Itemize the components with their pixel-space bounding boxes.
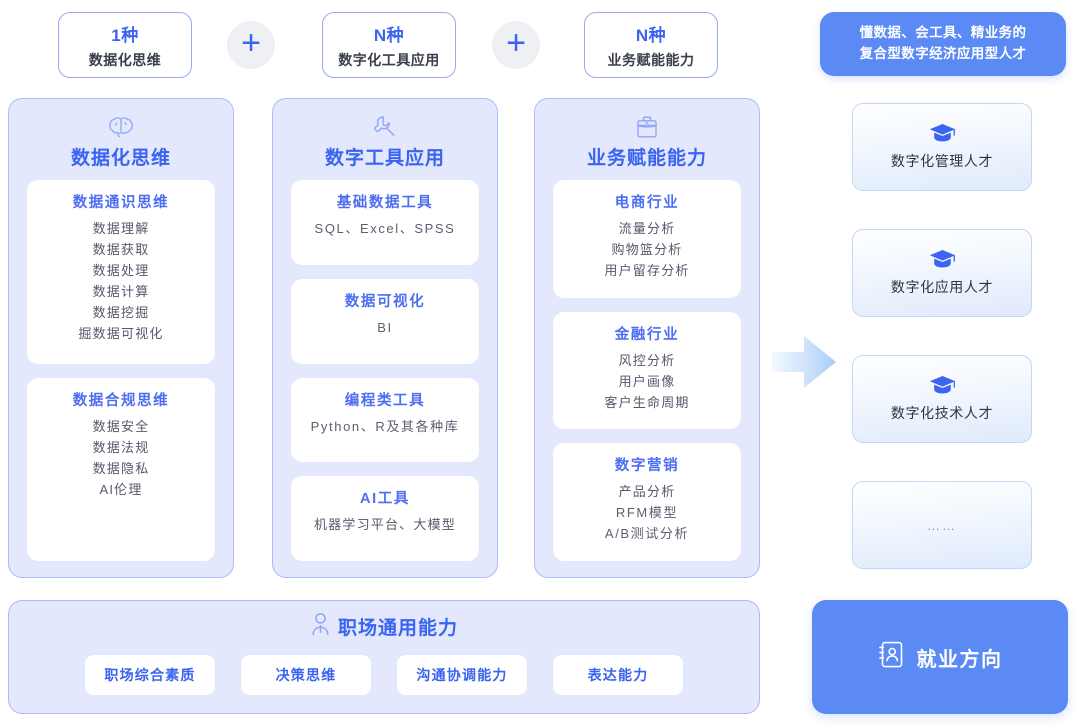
arrow-right-icon	[770, 330, 840, 394]
id-card-icon	[878, 640, 905, 674]
skill-chip-list: 职场综合素质 决策思维 沟通协调能力 表达能力	[9, 655, 759, 695]
card-line: 数据隐私	[92, 460, 150, 476]
skill-chip[interactable]: 沟通协调能力	[397, 655, 527, 695]
card-line: BI	[377, 319, 393, 335]
employment-direction-panel[interactable]: 就业方向	[812, 600, 1068, 714]
target-talent-line-2: 复合型数字经济应用型人才	[859, 46, 1027, 61]
formula-pill-2-count: N种	[373, 25, 405, 45]
card-data-compliance[interactable]: 数据合规思维 数据安全 数据法规 数据隐私 AI伦理	[27, 377, 215, 561]
skill-chip[interactable]: 职场综合素质	[85, 655, 215, 695]
talent-card-label: 数字化应用人才	[890, 279, 994, 295]
card-line: 数据获取	[92, 242, 150, 258]
card-title: 数据可视化	[344, 293, 426, 310]
column-data-thinking: 数据化思维 数据通识思维 数据理解 数据获取 数据处理 数据计算 数据挖掘 掘数…	[8, 98, 234, 578]
column-2-cards: 基础数据工具 SQL、Excel、SPSS 数据可视化 BI 编程类工具 Pyt…	[291, 180, 479, 561]
column-3-title: 业务赋能能力	[586, 148, 707, 169]
card-title: 金融行业	[614, 326, 680, 343]
column-3-header: 业务赋能能力	[553, 113, 741, 170]
card-programming-tools[interactable]: 编程类工具 Python、R及其各种库	[291, 377, 479, 463]
target-talent-banner: 懂数据、会工具、精业务的 复合型数字经济应用型人才	[820, 12, 1066, 76]
card-line: 数据理解	[92, 221, 150, 236]
skill-chip[interactable]: 决策思维	[241, 655, 371, 695]
card-title: AI工具	[360, 491, 410, 508]
formula-pill-3[interactable]: N种 业务赋能能力	[584, 12, 718, 78]
card-line: SQL、Excel、SPSS	[314, 221, 456, 236]
brain-icon	[27, 113, 215, 141]
top-formula-row: 1种 数据化思维 + N种 数字化工具应用 + N种 业务赋能能力 懂数据、会工…	[0, 0, 1080, 92]
card-line: A/B测试分析	[604, 526, 690, 542]
card-line: AI伦理	[99, 481, 143, 497]
card-ai-tools[interactable]: AI工具 机器学习平台、大模型	[291, 476, 479, 561]
card-data-visualization[interactable]: 数据可视化 BI	[291, 278, 479, 364]
skill-chip[interactable]: 表达能力	[553, 655, 683, 695]
column-2-header: 数字工具应用	[291, 113, 479, 170]
card-title: 电商行业	[614, 195, 680, 211]
formula-pill-1[interactable]: 1种 数据化思维	[58, 12, 192, 78]
card-line: 数据法规	[92, 439, 150, 455]
card-title: 数字营销	[614, 458, 680, 475]
card-ecommerce-industry[interactable]: 电商行业 流量分析 购物篮分析 用户留存分析	[553, 180, 741, 298]
card-line: 掘数据可视化	[78, 326, 164, 342]
talent-card-more[interactable]: ……	[852, 481, 1032, 569]
card-line: 购物篮分析	[611, 242, 683, 258]
card-title: 数据通识思维	[72, 195, 170, 211]
card-basic-data-tools[interactable]: 基础数据工具 SQL、Excel、SPSS	[291, 180, 479, 265]
card-line: 数据计算	[92, 284, 150, 300]
card-line: 用户留存分析	[604, 263, 690, 279]
talent-card-technical[interactable]: 数字化技术人才	[852, 355, 1032, 443]
card-line: 数据处理	[92, 263, 150, 279]
card-digital-marketing[interactable]: 数字营销 产品分析 RFM模型 A/B测试分析	[553, 443, 741, 562]
card-title: 基础数据工具	[336, 195, 434, 211]
card-title: 编程类工具	[344, 392, 426, 409]
wrench-icon	[291, 113, 479, 141]
column-1-header: 数据化思维	[27, 113, 215, 170]
card-title: 数据合规思维	[72, 392, 170, 409]
column-3-cards: 电商行业 流量分析 购物篮分析 用户留存分析 金融行业 风控分析 用户画像 客户…	[553, 180, 741, 562]
graduation-cap-icon	[929, 249, 956, 270]
formula-pill-2[interactable]: N种 数字化工具应用	[322, 12, 456, 78]
plus-icon-2: +	[492, 21, 540, 69]
talent-card-management[interactable]: 数字化管理人才	[852, 103, 1032, 191]
graduation-cap-icon	[929, 375, 956, 396]
briefcase-icon	[553, 113, 741, 141]
card-line: 用户画像	[618, 373, 676, 389]
card-line: 产品分析	[618, 484, 676, 500]
bottom-panel-header: 职场通用能力	[9, 612, 759, 641]
card-line: RFM模型	[615, 505, 679, 521]
talent-card-label: 数字化管理人才	[890, 153, 994, 169]
bottom-panel-title: 职场通用能力	[337, 618, 458, 639]
card-line: 数据安全	[92, 418, 150, 434]
formula-pill-2-label: 数字化工具应用	[338, 51, 440, 68]
general-workplace-skills-panel: 职场通用能力 职场综合素质 决策思维 沟通协调能力 表达能力	[8, 600, 760, 714]
card-line: 流量分析	[618, 221, 676, 236]
column-1-cards: 数据通识思维 数据理解 数据获取 数据处理 数据计算 数据挖掘 掘数据可视化 数…	[27, 180, 215, 561]
card-line: 数据挖掘	[92, 305, 150, 321]
talent-card-application[interactable]: 数字化应用人才	[852, 229, 1032, 317]
formula-pill-3-count: N种	[635, 25, 667, 45]
card-line: 客户生命周期	[604, 394, 690, 410]
card-finance-industry[interactable]: 金融行业 风控分析 用户画像 客户生命周期	[553, 311, 741, 430]
talent-card-label: ……	[927, 517, 957, 533]
graduation-cap-icon	[929, 123, 956, 144]
card-line: 风控分析	[618, 352, 676, 368]
column-2-title: 数字工具应用	[324, 148, 445, 169]
formula-pill-1-count: 1种	[111, 25, 139, 45]
person-icon	[310, 612, 331, 641]
formula-pill-3-label: 业务赋能能力	[607, 51, 695, 68]
column-business-enablement: 业务赋能能力 电商行业 流量分析 购物篮分析 用户留存分析 金融行业 风控分析 …	[534, 98, 760, 578]
card-data-literacy[interactable]: 数据通识思维 数据理解 数据获取 数据处理 数据计算 数据挖掘 掘数据可视化	[27, 180, 215, 364]
column-digital-tools: 数字工具应用 基础数据工具 SQL、Excel、SPSS 数据可视化 BI 编程…	[272, 98, 498, 578]
card-line: Python、R及其各种库	[310, 418, 460, 434]
formula-pill-1-label: 数据化思维	[88, 51, 162, 68]
target-talent-line-1: 懂数据、会工具、精业务的	[859, 25, 1027, 41]
talent-card-label: 数字化技术人才	[890, 405, 994, 421]
column-1-title: 数据化思维	[70, 148, 171, 169]
employment-direction-label: 就业方向	[916, 648, 1003, 671]
card-line: 机器学习平台、大模型	[313, 517, 456, 533]
plus-icon-1: +	[227, 21, 275, 69]
